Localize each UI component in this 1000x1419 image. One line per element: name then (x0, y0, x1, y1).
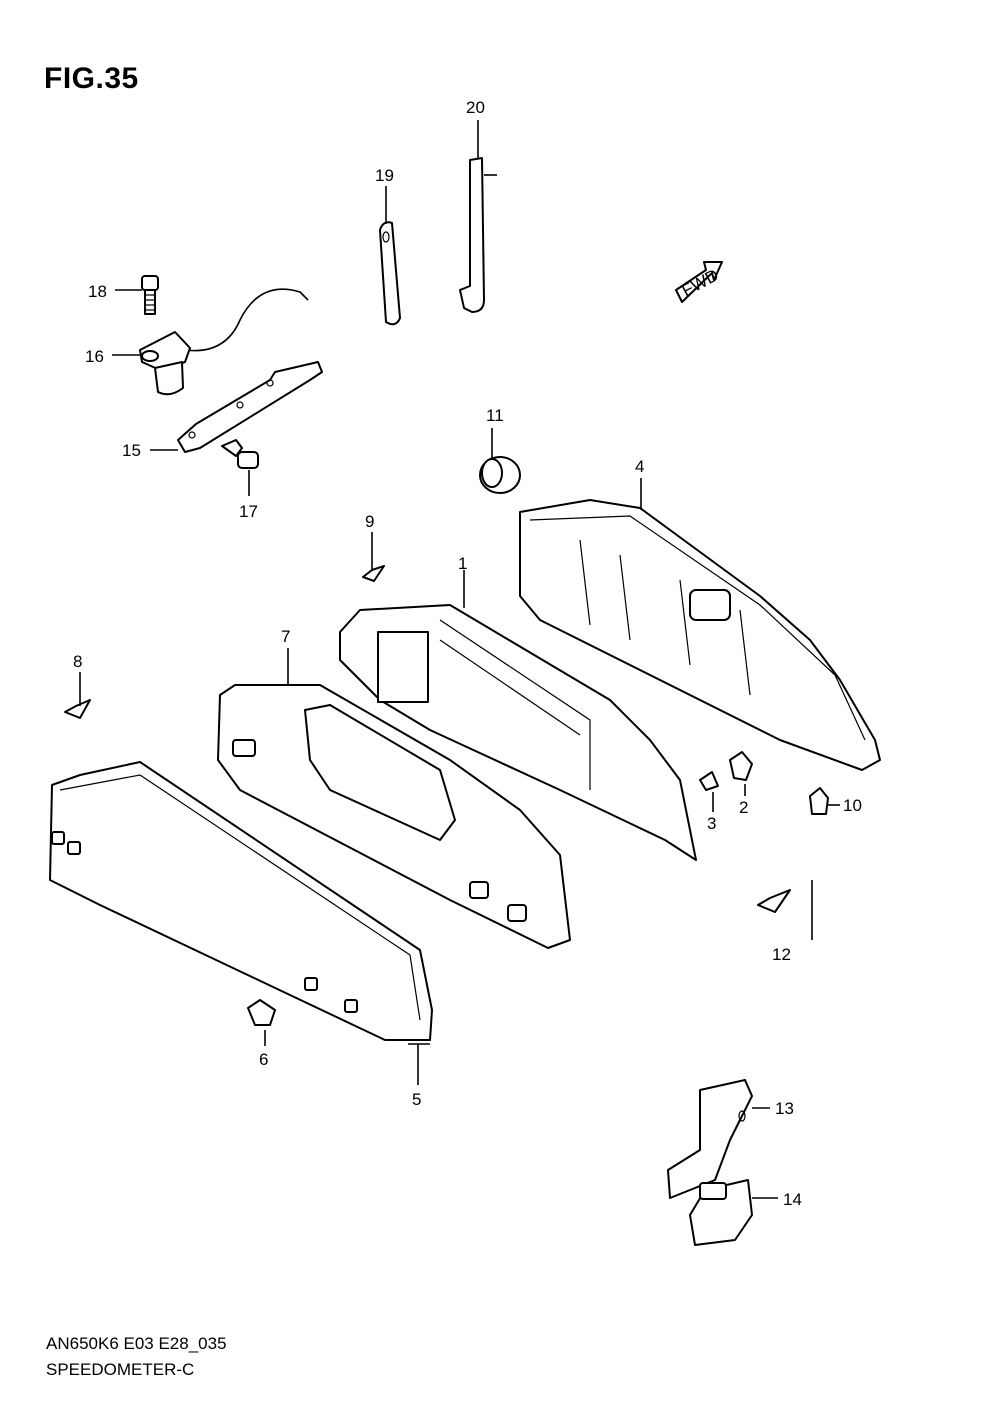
callout-13: 13 (775, 1099, 794, 1118)
callout-12: 12 (772, 945, 791, 964)
leader-lines (79, 120, 840, 1199)
part-13-bracket (667, 1079, 753, 1199)
callout-4: 4 (635, 457, 644, 476)
callout-5: 5 (412, 1090, 421, 1109)
callout-9: 9 (365, 512, 374, 531)
callout-15: 15 (122, 441, 141, 460)
model-code-caption: AN650K6 E03 E28_035 (46, 1334, 227, 1353)
part-6-clip (247, 999, 276, 1026)
part-3-bulb (699, 771, 719, 791)
figure-name-caption: SPEEDOMETER-C (46, 1360, 195, 1379)
part-7-lens (217, 684, 571, 949)
callout-6: 6 (259, 1050, 268, 1069)
fwd-arrow-icon: FWD (675, 261, 723, 303)
callout-19: 19 (375, 166, 394, 185)
callout-8: 8 (73, 652, 82, 671)
part-8-screw (64, 699, 91, 719)
callout-11: 11 (486, 406, 504, 425)
part-19-bracket (379, 221, 401, 326)
figure-title: FIG.35 (44, 62, 139, 95)
part-14-connector (689, 1179, 753, 1246)
part-10-cap (809, 787, 829, 815)
part-12-screw (757, 889, 791, 913)
part-1-main-unit (339, 604, 697, 861)
part-9-screw (362, 565, 385, 582)
part-4-rear-housing (519, 499, 881, 771)
part-17-bolt (221, 439, 259, 469)
part-11-grommet (479, 456, 521, 494)
callout-3: 3 (707, 814, 716, 833)
part-5-front-case (49, 761, 433, 1041)
callout-20: 20 (466, 98, 485, 117)
fwd-label: FWD (679, 265, 722, 300)
part-20-rod (459, 157, 497, 313)
part-15-plate (177, 361, 323, 453)
callout-labels: 20 19 18 16 15 17 11 4 9 1 7 8 6 5 2 3 1… (73, 98, 862, 1209)
callout-1: 1 (458, 554, 467, 573)
callout-14: 14 (783, 1190, 802, 1209)
callout-2: 2 (739, 798, 748, 817)
part-2-socket (729, 751, 753, 781)
callout-16: 16 (85, 347, 104, 366)
callout-7: 7 (281, 627, 290, 646)
part-16-sensor (139, 288, 309, 396)
callout-18: 18 (88, 282, 107, 301)
callout-17: 17 (239, 502, 258, 521)
part-18-bolt (141, 275, 159, 315)
callout-10: 10 (843, 796, 862, 815)
